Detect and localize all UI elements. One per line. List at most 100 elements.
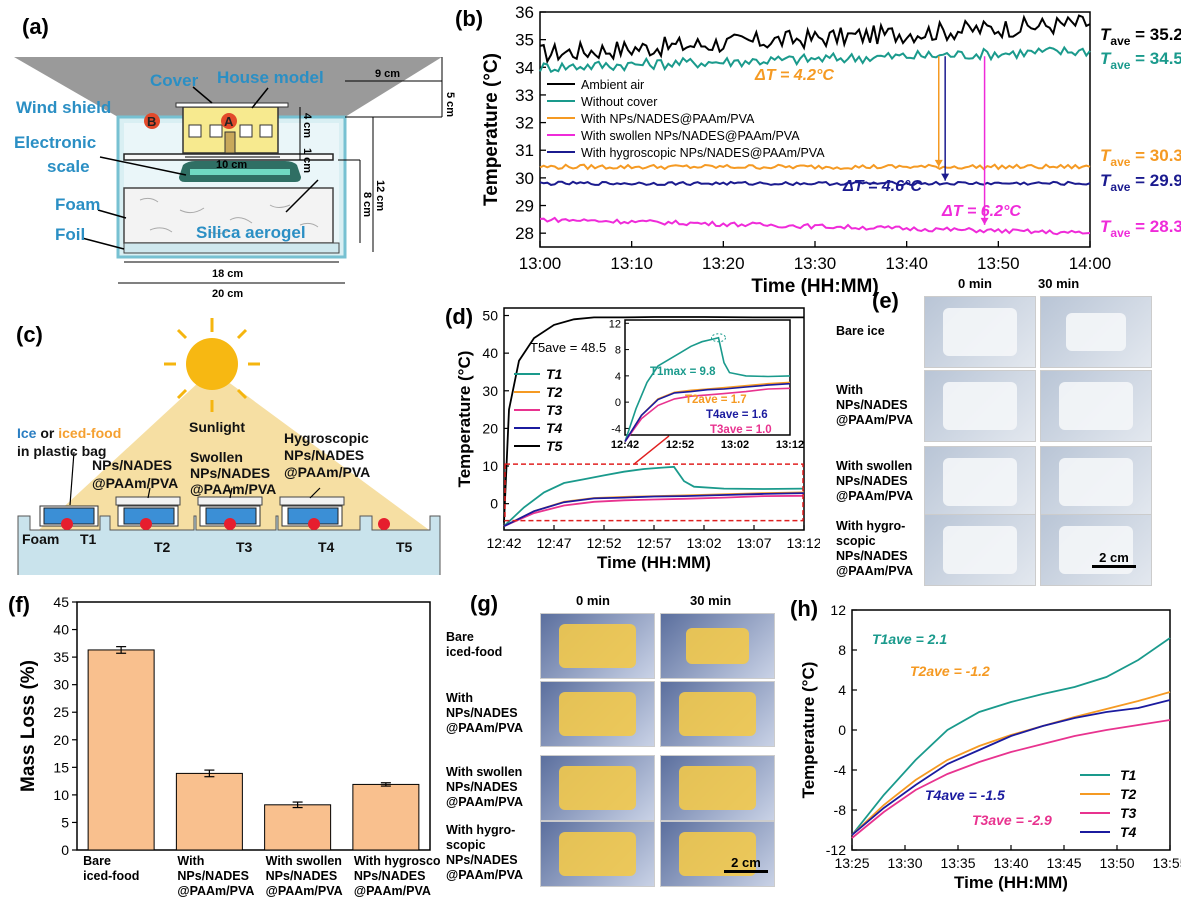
label-scale: scale bbox=[47, 157, 90, 176]
sensor-a-label: A bbox=[224, 114, 234, 129]
sun-icon bbox=[164, 318, 260, 412]
h-ytick-label: 12 bbox=[830, 602, 846, 618]
h-xtick-label: 13:55 bbox=[1152, 855, 1181, 871]
label-col2-b: @PAAm/PVA bbox=[92, 475, 178, 491]
panel-f-label: (f) bbox=[8, 592, 30, 617]
b-ytick-label: 35 bbox=[515, 31, 534, 50]
d-inset-xtick-label: 12:52 bbox=[666, 439, 694, 451]
d-zoom-box bbox=[504, 463, 804, 522]
f-ytick-label: 25 bbox=[53, 704, 69, 720]
b-delta-label: ΔT = 4.6°C bbox=[842, 178, 922, 195]
d-inset-series-line bbox=[624, 382, 791, 443]
label-col3-c: @PAAm/PVA bbox=[190, 481, 276, 497]
d-series-line bbox=[503, 492, 805, 528]
b-series-line bbox=[539, 14, 1091, 65]
d-inset-annot: T3ave = 1.0 bbox=[710, 424, 772, 436]
g-photo bbox=[540, 681, 655, 747]
b-delta-label: ΔT = 4.2°C bbox=[754, 67, 834, 84]
d-legend-label: T2 bbox=[546, 384, 563, 400]
d-xtick-label: 13:07 bbox=[736, 535, 771, 551]
label-col3-a: Swollen bbox=[190, 449, 243, 465]
wind-shield-shape bbox=[14, 57, 442, 117]
d-xtick-label: 12:52 bbox=[586, 535, 621, 551]
g-photo bbox=[540, 821, 655, 887]
h-annot: T2ave = -1.2 bbox=[910, 663, 990, 679]
sensor-b-icon bbox=[144, 113, 160, 129]
label-t2: T2 bbox=[154, 539, 171, 555]
b-series-line bbox=[539, 163, 1091, 171]
f-ytick-label: 10 bbox=[53, 787, 69, 803]
f-ytick-label: 20 bbox=[53, 732, 69, 748]
f-ytick-label: 45 bbox=[53, 594, 69, 610]
h-xtick-label: 13:45 bbox=[1046, 855, 1081, 871]
h-xtick-label: 13:30 bbox=[887, 855, 922, 871]
h-legend-label: T2 bbox=[1120, 786, 1137, 802]
d-inset-xtick-label: 13:02 bbox=[721, 439, 749, 451]
dim-5cm: 5 cm bbox=[444, 92, 456, 117]
label-ice-or-food: Ice or iced-food bbox=[17, 425, 121, 441]
panel-d-label: (d) bbox=[445, 304, 474, 329]
dim-8cm: 8 cm bbox=[361, 192, 373, 217]
label-foil: Foil bbox=[55, 225, 85, 244]
d-inset-frame bbox=[624, 319, 791, 436]
label-silica-aerogel: Silica aerogel bbox=[196, 223, 306, 242]
label-col4-c: @PAAm/PVA bbox=[284, 464, 370, 480]
e-head-30min: 30 min bbox=[1038, 276, 1080, 291]
d-ytick-label: 40 bbox=[482, 345, 498, 361]
d-inset-ytick-label: 12 bbox=[609, 318, 621, 330]
g-head-0min: 0 min bbox=[576, 593, 610, 608]
label-electronic: Electronic bbox=[14, 133, 96, 152]
e-photo bbox=[1040, 370, 1152, 442]
label-t5: T5 bbox=[396, 539, 413, 555]
h-ytick-label: 4 bbox=[838, 682, 846, 698]
g-head-30min: 30 min bbox=[690, 593, 732, 608]
e-photo bbox=[1040, 446, 1152, 518]
h-legend-label: T4 bbox=[1120, 824, 1137, 840]
b-legend-label: With hygroscopic NPs/NADES@PAAm/PVA bbox=[581, 146, 825, 160]
b-xtick-label: 14:00 bbox=[1069, 254, 1112, 273]
e-photo bbox=[924, 296, 1036, 368]
b-xtick-label: 13:40 bbox=[885, 254, 928, 273]
label-col4-a: Hygroscopic bbox=[284, 430, 369, 446]
label-foam: Foam bbox=[55, 195, 100, 214]
b-delta-arrowhead bbox=[941, 173, 950, 181]
foil-layer bbox=[123, 242, 340, 254]
h-legend-label: T1 bbox=[1120, 767, 1137, 783]
b-ytick-label: 31 bbox=[515, 141, 534, 160]
d-inset-annot: T4ave = 1.6 bbox=[706, 409, 768, 421]
g-photo bbox=[660, 821, 775, 887]
label-house-model: House model bbox=[217, 68, 324, 87]
label-col3-b: NPs/NADES bbox=[190, 465, 270, 481]
d-xtick-label: 12:57 bbox=[636, 535, 671, 551]
d-xlabel: Time (HH:MM) bbox=[597, 553, 711, 572]
f-ytick-label: 40 bbox=[53, 622, 69, 638]
b-xtick-label: 13:30 bbox=[794, 254, 837, 273]
e-scale-bar: 2 cm bbox=[1092, 550, 1136, 568]
b-xtick-label: 13:00 bbox=[519, 254, 562, 273]
foam-base bbox=[17, 515, 441, 575]
f-ylabel: Mass Loss (%) bbox=[18, 660, 39, 792]
e-photo bbox=[1040, 514, 1152, 586]
b-ytick-label: 36 bbox=[515, 3, 534, 22]
silica-aerogel-block bbox=[123, 187, 334, 244]
d-legend-label: T3 bbox=[546, 402, 563, 418]
d-inset-xtick-label: 13:12 bbox=[776, 439, 804, 451]
e-photo bbox=[924, 446, 1036, 518]
b-legend-label: With NPs/NADES@PAAm/PVA bbox=[581, 112, 755, 126]
f-bar bbox=[264, 804, 332, 851]
b-tave-label: Tave = 28.3°C bbox=[1100, 217, 1181, 240]
h-ytick-label: 8 bbox=[838, 642, 846, 658]
